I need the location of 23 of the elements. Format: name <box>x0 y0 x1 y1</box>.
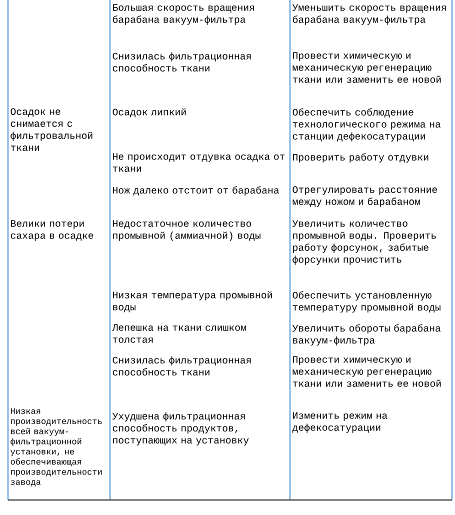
table-cell: Осадок липкий <box>112 108 186 118</box>
table-cell: Обеспечить установленную температуру промывной воды <box>292 291 440 313</box>
table-cell: Не происходит отдувка осадка от ткани <box>112 153 285 172</box>
table-cell: Большая скорость вращения барабана вакуум-фильтра <box>112 4 254 25</box>
table-cell: Низкая производительность всей вакуум-фильтрационной установки, не обеспечивающая производительности завода <box>10 408 102 487</box>
table-cell: Отрегулировать расстояние между ножом и барабаном <box>292 186 437 207</box>
table-cell: Увеличить количество промывной воды. Проверить работу форсунок, забитые форсунки прочистить <box>292 220 436 265</box>
table-cell: Лепешка на ткани слишком толстая <box>112 324 246 343</box>
table-cell: Увеличить обороты барабана вакуум-фильтра <box>292 324 441 346</box>
table-cell: Снизилась фильтрационная способность ткани <box>112 356 251 376</box>
table-cell: Низкая температура промывной воды <box>113 291 272 312</box>
table-cell: Провести химическую и механическую регенерацию ткани или заменить ее новой <box>292 52 441 83</box>
table-cell: Провести химическую и механическую регенерацию ткани или заменить ее новой <box>292 356 441 387</box>
table-cell: Снизилась фильтрационная способность ткани <box>112 52 251 72</box>
table-cell: Уменьшить скорость вращения барабана вакуум-фильтра <box>292 4 446 25</box>
table-cell: Недостаточное количество промывной (аммиачной) воды <box>113 220 260 241</box>
table-cell: Велики потери сахара в осадке <box>10 220 94 241</box>
table-cell: Обеспечить соблюдение технологического режима на станции дефекосатурации <box>292 108 441 142</box>
table-cell: Ухудшена фильтрационная способность продуктов, поступающих на установку <box>112 412 249 446</box>
table-cell: Изменить режим на дефекосатурации <box>292 412 388 433</box>
table-cell: Проверить работу отдувки <box>293 153 428 163</box>
table-cell: Нож далеко отстоит от барабана <box>113 186 279 196</box>
table-cell: Осадок не снимается с фильтровальной ткани <box>10 108 92 151</box>
